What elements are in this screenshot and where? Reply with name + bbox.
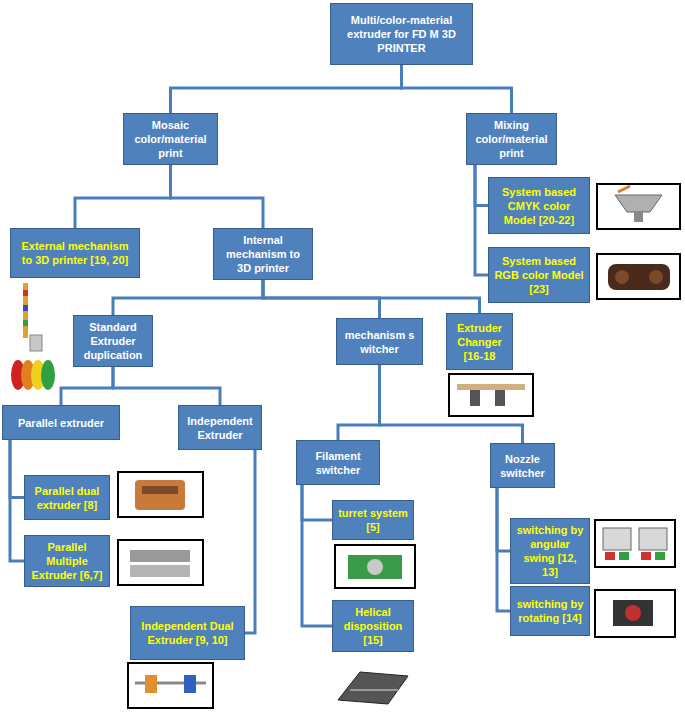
tree-connector	[475, 165, 488, 206]
category-box: switching by rotating [14]	[510, 586, 590, 636]
tree-connector	[61, 367, 113, 405]
category-box: Parallel extruder	[2, 405, 120, 440]
box-label: Filament switcher	[302, 449, 374, 477]
tree-connector	[497, 488, 510, 551]
category-box: switching by angular swing [12, 13]	[510, 518, 590, 584]
category-box: Parallel dual extruder [8]	[24, 475, 110, 520]
box-label: System based CMYK color Model [20-22]	[494, 185, 584, 227]
tree-connector	[497, 488, 510, 611]
box-label: Parallel Multiple Extruder [6,7]	[30, 540, 104, 582]
category-box: Nozzle switcher	[490, 443, 555, 488]
box-label: Mixing color/material print	[472, 118, 551, 160]
box-label: System based RGB color Model [23]	[494, 254, 584, 296]
box-label: Nozzle switcher	[496, 452, 549, 480]
tree-connector	[380, 365, 523, 443]
box-label: External mechanism to 3D printer [19, 20…	[16, 239, 134, 267]
independent-dual-picture	[128, 663, 213, 708]
box-label: switching by rotating [14]	[516, 597, 584, 625]
box-label: Independent Dual Extruder [9, 10]	[136, 619, 239, 647]
category-box: Multi/color-material extruder for FD M 3…	[330, 3, 473, 65]
category-box: mechanism s witcher	[336, 318, 423, 365]
turret-system-picture	[335, 545, 415, 588]
tree-connector	[338, 365, 380, 440]
tree-connector	[402, 65, 512, 113]
box-label: Standard Extruder duplication	[79, 320, 147, 362]
category-box: Extruder Changer [16-18	[446, 313, 513, 370]
parallel-dual-picture	[118, 472, 203, 517]
category-box: Standard Extruder duplication	[73, 315, 153, 367]
category-box: Helical disposition [15]	[332, 600, 414, 652]
parallel-multiple-picture	[118, 540, 203, 585]
box-label: Parallel dual extruder [8]	[30, 484, 104, 512]
tree-connector	[263, 280, 480, 313]
tree-connector	[113, 367, 220, 405]
rgb-extruder-picture	[597, 254, 680, 299]
box-label: turret system [5]	[338, 506, 408, 534]
box-label: Multi/color-material extruder for FD M 3…	[336, 13, 467, 55]
box-label: Internal mechanism to 3D printer	[219, 233, 307, 275]
category-box: System based CMYK color Model [20-22]	[488, 177, 590, 234]
tree-connector	[302, 485, 332, 626]
tree-connector	[302, 485, 332, 520]
extruder-changer-picture	[449, 374, 533, 416]
category-box: External mechanism to 3D printer [19, 20…	[10, 228, 140, 278]
category-box: Independent Extruder	[178, 405, 262, 450]
category-box: Mixing color/material print	[466, 113, 557, 165]
tree-connector	[171, 165, 264, 228]
tree-connector	[10, 440, 24, 498]
helical-disposition-picture	[338, 672, 408, 704]
category-box: turret system [5]	[332, 500, 414, 540]
category-box: System based RGB color Model [23]	[488, 247, 590, 303]
category-box: Independent Dual Extruder [9, 10]	[130, 606, 245, 660]
tree-connector	[113, 280, 263, 315]
box-label: Extruder Changer [16-18	[452, 321, 507, 363]
category-box: Mosaic color/material print	[123, 113, 218, 165]
cmyk-extruder-picture	[597, 184, 680, 229]
angular-swing-picture	[595, 520, 675, 567]
box-label: switching by angular swing [12, 13]	[516, 523, 584, 579]
tree-connector	[475, 165, 488, 275]
box-label: Mosaic color/material print	[129, 118, 212, 160]
box-label: Independent Extruder	[184, 414, 256, 442]
category-box: Filament switcher	[296, 440, 380, 485]
tree-connector	[75, 165, 171, 228]
box-label: mechanism s witcher	[342, 328, 417, 356]
tree-connector	[171, 65, 402, 113]
box-label: Helical disposition [15]	[338, 605, 408, 647]
rotating-switch-picture	[595, 590, 675, 637]
box-label: Parallel extruder	[18, 416, 104, 430]
tree-connector	[10, 440, 24, 561]
tree-connector	[245, 450, 255, 633]
spool-illustration	[11, 283, 55, 390]
category-box: Internal mechanism to 3D printer	[213, 228, 313, 280]
category-box: Parallel Multiple Extruder [6,7]	[24, 535, 110, 587]
